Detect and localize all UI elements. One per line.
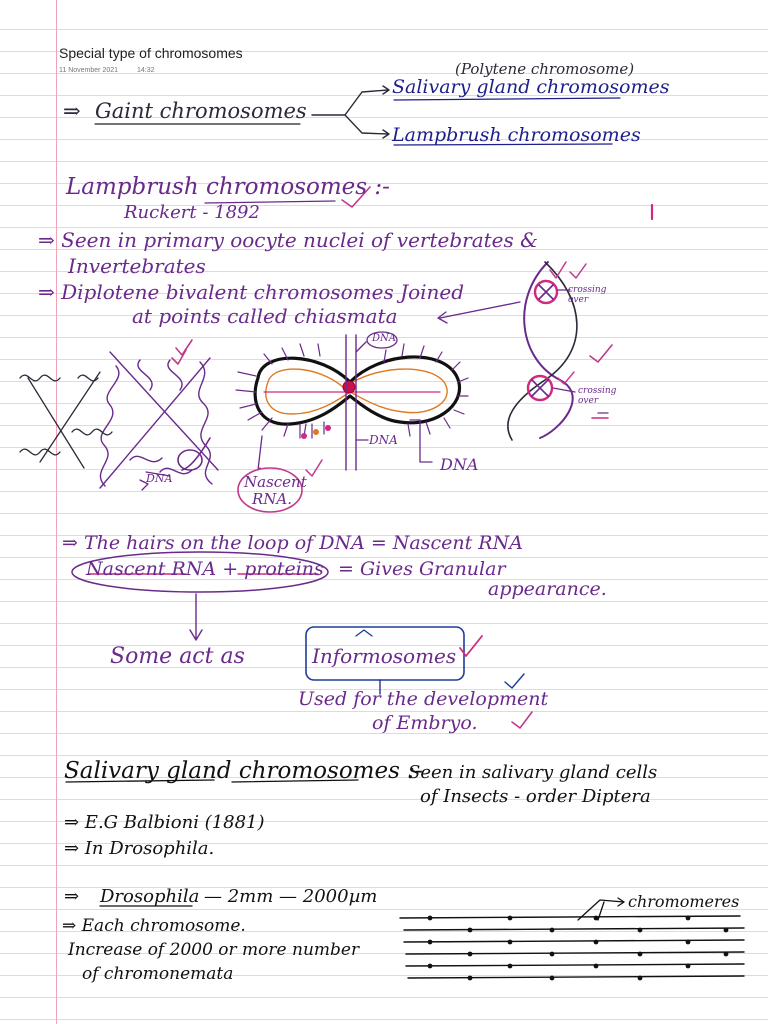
note-hairs-line: ⇒ The hairs on the loop of DNA = Nascent… [62,532,523,554]
lampbrush-small-chromosome [19,371,113,469]
note-giant-chromosomes: Gaint chromosomes [95,99,307,123]
note-date: 11 November 2021 [59,67,119,74]
note-increase-line1: Increase of 2000 or more number [68,940,360,960]
note-time: 14:32 [137,67,155,74]
note-granular-line2: appearance. [488,578,607,600]
note-used-line2: of Embryo. [372,712,478,734]
arrow-drosophila-size: ⇒ [64,886,80,907]
nascent-protein-ring [71,551,329,593]
chiasma-circle-2 [526,374,554,402]
arrow-chiasmata [439,301,521,319]
label-chromomeres: chromomeres [628,892,740,911]
note-balbiani: ⇒ E.G Balbioni (1881) [64,812,265,833]
note-seen-line1: ⇒ Seen in primary oocyte nuclei of verte… [38,228,538,252]
heading-salivary: Salivary gland chromosomes :- [64,758,423,784]
label-crossing-over-2: crossing over [578,386,617,406]
check-mark-lampbrush [341,186,371,208]
chromomere-dots [427,915,729,981]
bivalent-chromosome-diagram [235,334,469,471]
branch-arrow-upper [311,89,389,116]
note-nascent-protein: Nascent RNA + proteins [86,558,324,580]
note-increase-line2: of chromonemata [82,964,234,984]
page-margin-line [56,0,57,1024]
note-used-line1: Used for the development [298,688,549,710]
chiasma-circle-1 [533,279,559,305]
note-each-chromosome: ⇒ Each chromosome. [62,916,246,936]
lampbrush-x-chromosome [99,351,219,489]
note-salivary-branch: Salivary gland chromosomes [392,76,670,98]
note-drosophila-size-name: Drosophila [100,886,200,907]
note-seen-salivary-line1: Seen in salivary gland cells [408,762,658,783]
label-crossing-over-1: crossing over [568,285,607,305]
loop-highlight [177,449,203,471]
note-seen-line2: Invertebrates [68,254,206,278]
arrow-giant: ⇒ [63,99,81,123]
label-dna-2: DNA [369,433,398,447]
label-dna-1: DNA [372,333,396,344]
branch-arrow-lower [344,114,389,135]
note-some-act: Some act as [110,644,245,669]
dna-label-ring [366,331,398,349]
note-diplotene-line1: ⇒ Diplotene bivalent chromosomes Joined [38,280,465,304]
label-nascent-rna: Nascent RNA. [244,473,307,508]
note-seen-salivary-line2: of Insects - order Diptera [420,786,651,807]
label-dna-3: DNA [440,455,479,474]
note-polytene: (Polytene chromosome) [455,60,635,78]
chromatid-curve-1 [523,261,574,439]
page-title: Special type of chromosomes [59,45,243,61]
heading-lampbrush: Lampbrush chromosomes :- [66,174,390,200]
note-ruckert: Ruckert - 1892 [124,202,260,223]
note-drosophila: ⇒ In Drosophila. [64,838,215,859]
nascent-rna-ring [237,467,303,513]
note-granular-line1: = Gives Granular [338,558,506,580]
underline-lampbrush [393,143,613,146]
label-dna-4: DNA [146,472,173,485]
note-drosophila-size-value: — 2mm — 2000µm [204,886,378,907]
note-lampbrush-branch: Lampbrush chromosomes [392,124,641,146]
note-diplotene-line2: at points called chiasmata [132,304,398,328]
chromonemata-lines [399,915,745,979]
chromatid-curve-2 [507,261,578,441]
underline-salivary [393,97,621,101]
note-informosomes: Informosomes [312,644,457,668]
